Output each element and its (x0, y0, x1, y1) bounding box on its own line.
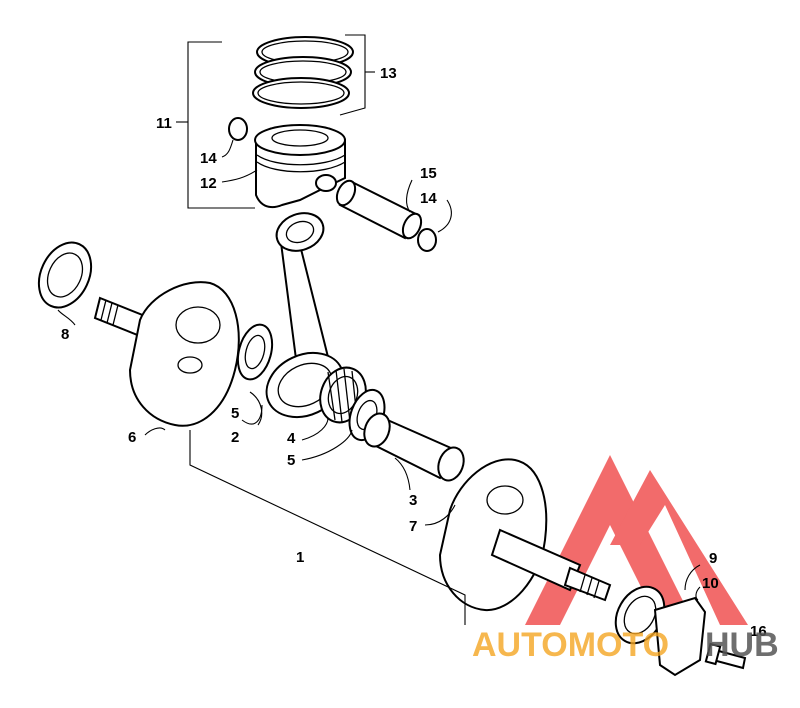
callout-15: 15 (420, 165, 437, 182)
wrist-pin (335, 179, 423, 240)
callout-2: 2 (231, 429, 239, 446)
callout-16: 16 (750, 623, 767, 640)
leader-lines (57, 309, 701, 625)
bearing-plate (653, 596, 707, 677)
callout-11: 11 (156, 115, 172, 132)
watermark-triangle-right (610, 470, 748, 625)
callout-5-right: 5 (287, 452, 295, 469)
bracket-11 (187, 41, 255, 209)
callout-3: 3 (409, 492, 417, 509)
crank-pin (363, 412, 465, 482)
callout-5-left: 5 (231, 405, 239, 422)
watermark-triangle (525, 455, 695, 625)
callout-4: 4 (287, 430, 296, 447)
bearing-left (37, 241, 93, 309)
callout-12: 12 (200, 175, 217, 192)
piston-rings (252, 36, 354, 109)
circlip-right (417, 228, 437, 252)
callout-14-upper: 14 (200, 150, 217, 167)
callout-1: 1 (296, 549, 304, 566)
crank-half-left (93, 281, 240, 427)
callout-6: 6 (128, 429, 136, 446)
callout-14-right: 14 (420, 190, 437, 207)
callout-8: 8 (61, 326, 69, 343)
bolt (704, 642, 747, 670)
callout-13: 13 (380, 65, 397, 82)
crank-half-right (438, 458, 612, 612)
callout-7: 7 (409, 518, 417, 535)
piston (254, 124, 346, 209)
callout-9: 9 (709, 550, 717, 567)
callout-10: 10 (702, 575, 719, 592)
watermark-text-hub: HUB (705, 626, 779, 664)
watermark-text-automoto: AUTOMOTO (472, 626, 669, 664)
circlip-upper (228, 117, 248, 141)
